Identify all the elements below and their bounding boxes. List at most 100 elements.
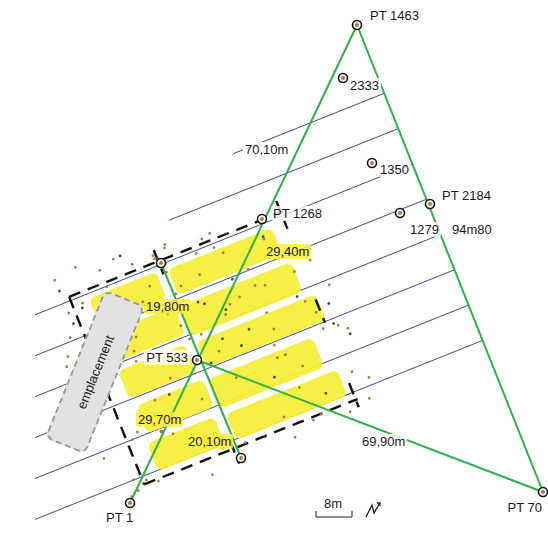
find-dot	[159, 430, 163, 434]
find-dot	[153, 257, 157, 261]
area-name: emplacement	[73, 333, 116, 411]
station-marker	[368, 159, 377, 168]
find-dot	[153, 398, 157, 402]
find-dot	[246, 267, 250, 271]
find-dot	[171, 432, 175, 436]
find-dot	[293, 435, 297, 439]
find-dot	[367, 376, 371, 380]
find-dot	[348, 332, 352, 336]
station-marker	[396, 209, 405, 218]
station-marker	[237, 454, 246, 463]
north-arrow	[366, 503, 380, 517]
find-dot	[157, 479, 161, 483]
map-label: 70,10m	[243, 142, 290, 157]
find-dot	[263, 283, 267, 287]
trench-edge	[69, 211, 283, 296]
find-dot	[132, 478, 136, 482]
find-dot	[144, 478, 148, 482]
find-dot	[208, 231, 212, 235]
station-marker	[258, 215, 267, 224]
find-dot	[74, 265, 78, 269]
map-label: 94m80	[450, 222, 494, 237]
find-dot	[314, 310, 318, 314]
find-dot	[262, 237, 266, 241]
find-dot	[211, 473, 215, 477]
find-dot	[72, 322, 76, 326]
find-dot	[179, 284, 183, 288]
find-dot	[67, 311, 71, 315]
find-dot	[118, 254, 122, 258]
find-dot	[199, 332, 203, 336]
scale-bar	[316, 511, 352, 517]
find-dot	[348, 410, 352, 414]
find-dot	[265, 311, 269, 315]
find-dot	[244, 441, 248, 445]
find-dot	[81, 306, 85, 310]
find-dot	[346, 327, 350, 331]
find-dot	[247, 327, 251, 331]
station-marker	[126, 499, 135, 508]
trench-edges	[65, 200, 364, 499]
find-dot	[163, 243, 167, 247]
find-dot	[332, 322, 336, 326]
map-label: PT 1268	[271, 206, 324, 221]
find-dot	[303, 299, 307, 303]
map-label: PT 1463	[368, 8, 421, 23]
find-dot	[273, 375, 277, 379]
find-dots	[30, 179, 383, 512]
find-dot	[130, 438, 134, 442]
station-marker	[539, 488, 548, 497]
map-label: PT 70	[506, 500, 544, 515]
find-dot	[295, 295, 299, 299]
find-dot	[350, 370, 354, 374]
map-label: 69,90m	[360, 434, 407, 449]
find-dot	[276, 356, 280, 360]
find-dot	[136, 430, 140, 434]
find-dot	[312, 418, 316, 422]
find-dot	[134, 360, 138, 364]
find-dot	[163, 246, 167, 250]
find-dot	[130, 263, 134, 267]
find-dot	[98, 269, 102, 273]
find-dot	[253, 284, 257, 288]
find-dot	[112, 257, 116, 261]
grid-line	[0, 185, 548, 423]
find-dot	[224, 308, 228, 312]
find-dot	[298, 386, 302, 390]
station-marker	[193, 356, 202, 365]
station-marker	[353, 21, 362, 30]
find-dot	[132, 349, 136, 353]
find-dot	[293, 270, 297, 274]
find-dot	[217, 349, 221, 353]
station-marker	[339, 74, 348, 83]
find-dot	[53, 278, 57, 282]
map-label: PT 1	[104, 510, 135, 525]
find-dot	[81, 301, 85, 305]
find-dot	[212, 246, 216, 250]
station-marker	[426, 200, 435, 209]
grid-line	[0, 256, 548, 494]
find-dot	[324, 391, 328, 395]
area-band: emplacement	[45, 290, 146, 455]
find-dot	[200, 237, 204, 241]
find-dot	[200, 397, 204, 401]
find-dot	[319, 413, 323, 417]
yellow-patch	[226, 369, 348, 440]
yellow-patch	[168, 228, 282, 296]
station-marker	[157, 259, 166, 268]
map-label: 1279	[408, 222, 441, 237]
find-dot	[196, 300, 200, 304]
find-dot	[336, 323, 340, 327]
find-dot	[327, 302, 331, 306]
find-dot	[284, 353, 288, 357]
find-dot	[179, 324, 183, 328]
grid-lines	[0, 44, 548, 529]
find-dot	[301, 364, 305, 368]
map-label: 8m	[322, 496, 344, 511]
find-dot	[273, 343, 277, 347]
find-dot	[272, 327, 276, 331]
station-points	[126, 21, 548, 508]
find-dot	[263, 435, 267, 439]
map-label: 29,40m	[264, 244, 311, 259]
